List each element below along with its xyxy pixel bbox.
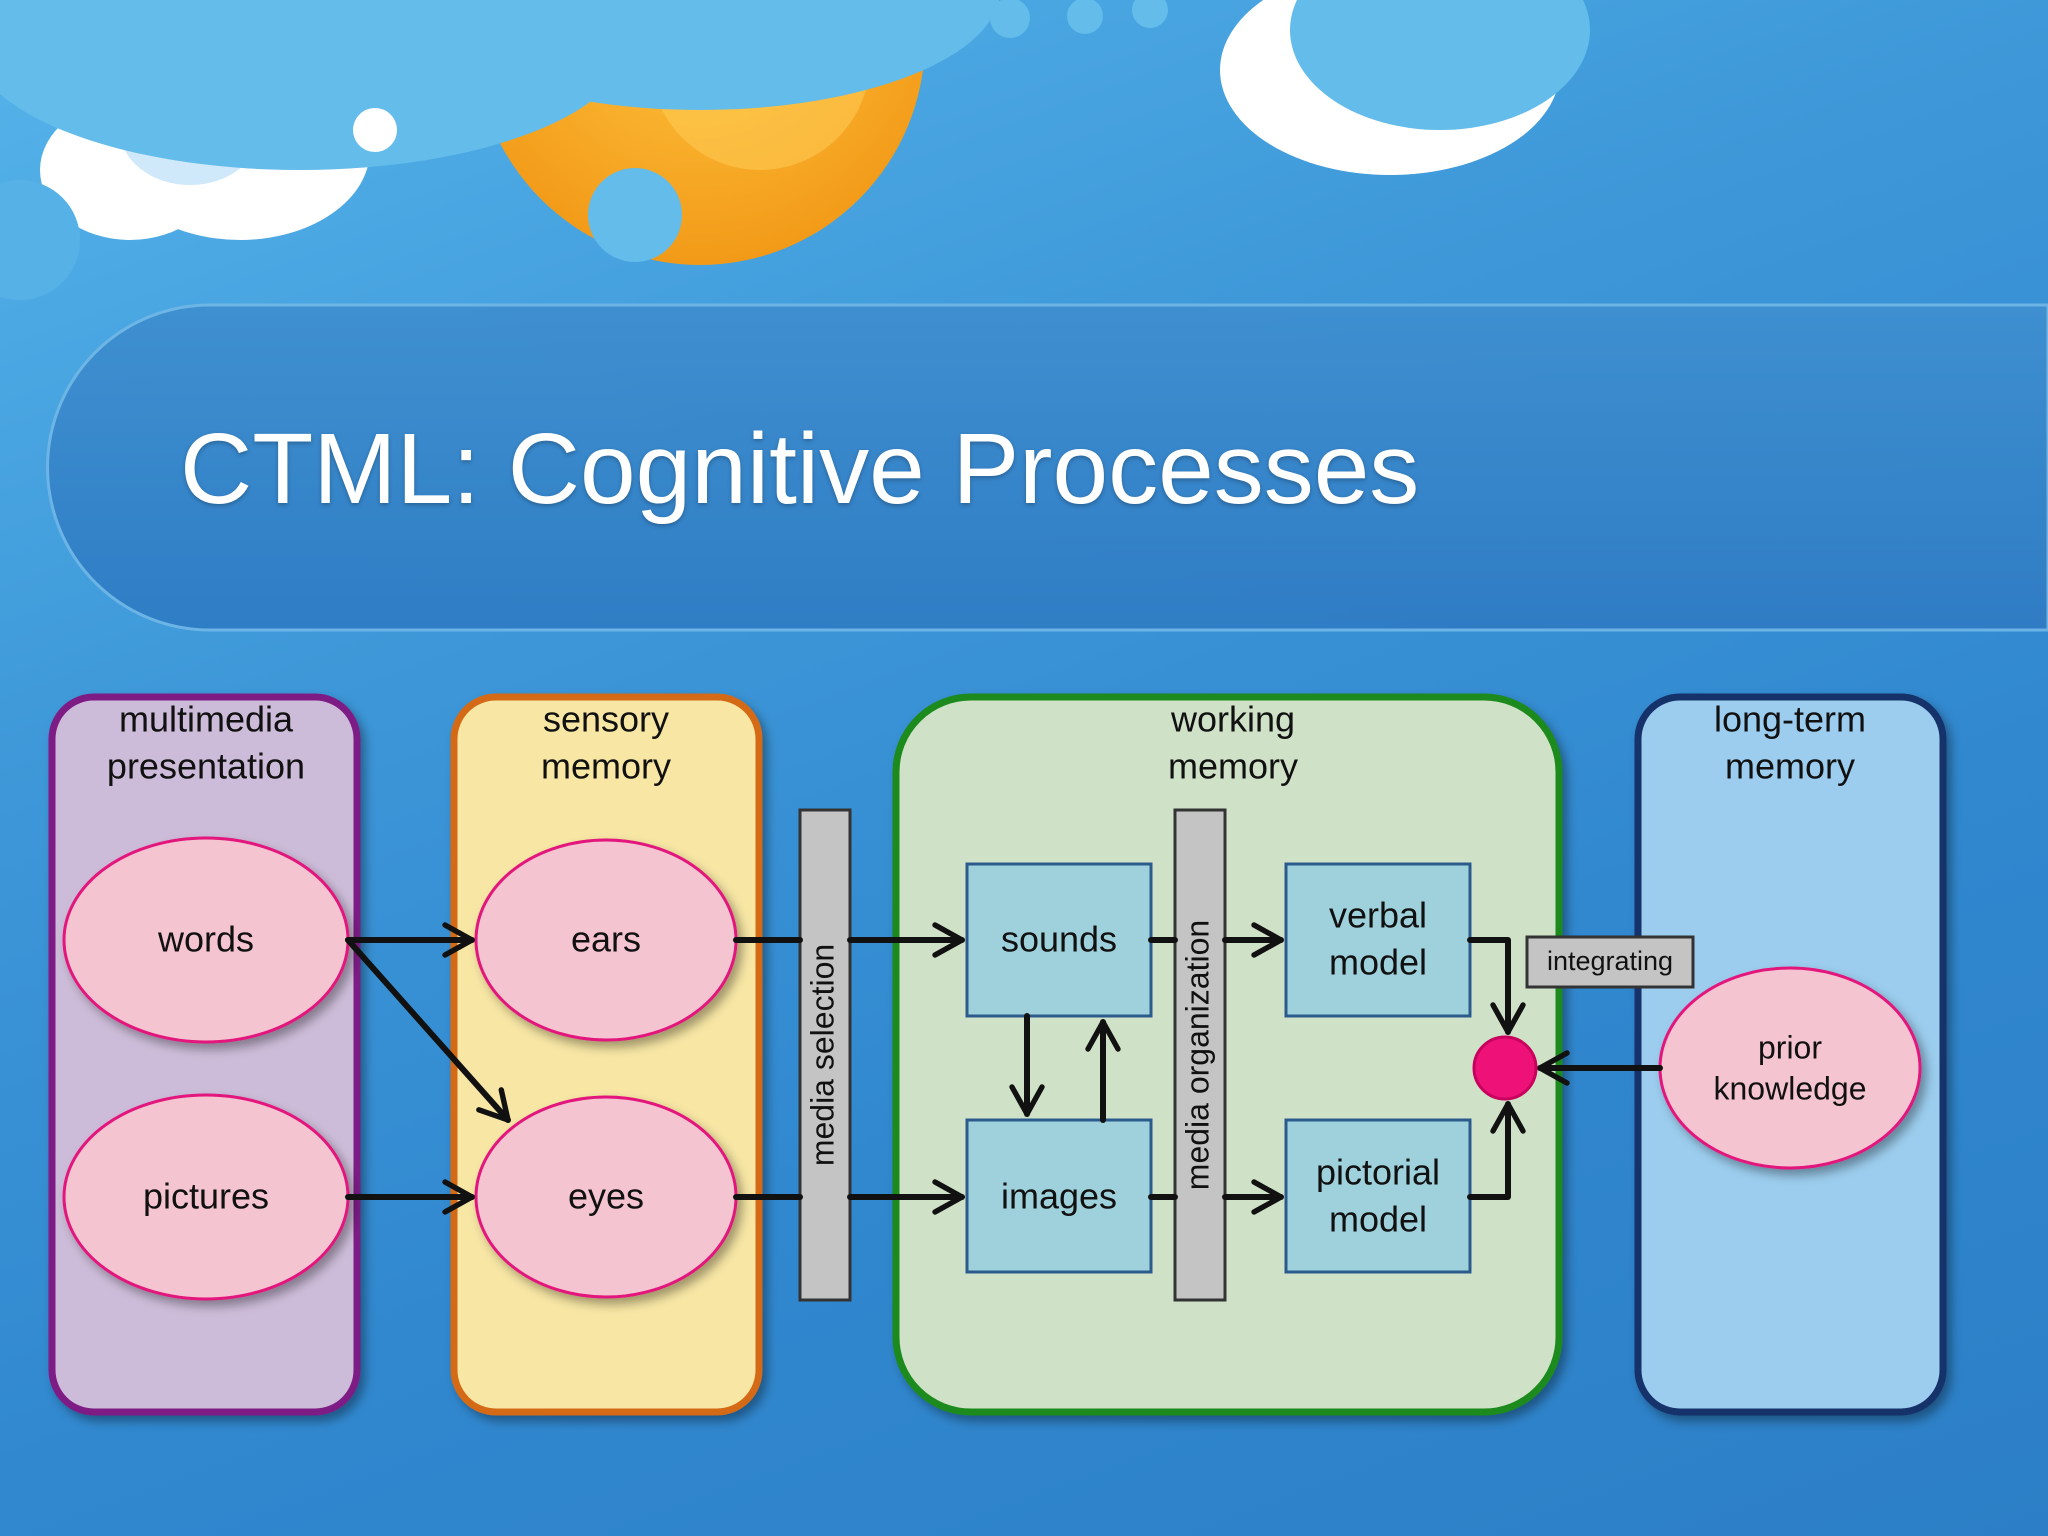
prior-label-line2: knowledge [1714, 1070, 1867, 1106]
ears-label: ears [571, 919, 641, 960]
sensory-heading-line1: sensory [543, 699, 669, 740]
multimedia-heading-line2: presentation [107, 746, 305, 787]
working-heading-line2: memory [1168, 746, 1298, 787]
arrows [345, 922, 1663, 1215]
verbal-label-line2: model [1329, 942, 1427, 983]
sensory-heading-line2: memory [541, 746, 671, 787]
sounds-box [965, 862, 1153, 1018]
media-organization-label: media organization [1179, 920, 1215, 1190]
verbal-label-line1: verbal [1329, 895, 1427, 936]
slide-title: CTML: Cognitive Processes [180, 413, 1420, 525]
eyes-label: eyes [568, 1176, 644, 1217]
prior-knowledge-node [1658, 966, 1922, 1170]
integration-point [1472, 1035, 1538, 1101]
sensory-memory-panel [450, 693, 763, 1416]
images-box [965, 1118, 1153, 1274]
arrow-pictorial-integration [1467, 1101, 1526, 1200]
arrow-verbal-integration [1467, 937, 1526, 1035]
pictures-label: pictures [143, 1176, 269, 1217]
longterm-heading-line2: memory [1725, 746, 1855, 787]
cloud-right-icon [1220, 0, 1590, 175]
prior-label-line1: prior [1758, 1029, 1822, 1065]
words-label: words [157, 919, 254, 960]
working-heading-line1: working [1170, 699, 1295, 740]
verbal-model-box [1284, 862, 1472, 1018]
images-label: images [1001, 1176, 1117, 1217]
title-band [46, 303, 2048, 632]
arrow-words-eyes [345, 937, 511, 1123]
integrating-label: integrating [1547, 946, 1673, 976]
cloud-left-icon [0, 0, 630, 300]
multimedia-presentation-panel [48, 693, 361, 1416]
cloud-top-icon [401, 0, 1168, 262]
media-selection-label: media selection [804, 944, 840, 1166]
media-selection-bar [798, 808, 852, 1302]
pictorial-label-line2: model [1329, 1199, 1427, 1240]
pictorial-model-box [1284, 1118, 1472, 1274]
integrating-box [1525, 935, 1695, 989]
media-organization-bar [1173, 808, 1227, 1302]
multimedia-heading-line1: multimedia [119, 699, 294, 740]
pictorial-label-line1: pictorial [1316, 1152, 1440, 1193]
sounds-label: sounds [1001, 919, 1117, 960]
working-memory-panel [892, 693, 1563, 1416]
longterm-heading-line1: long-term [1714, 699, 1866, 740]
